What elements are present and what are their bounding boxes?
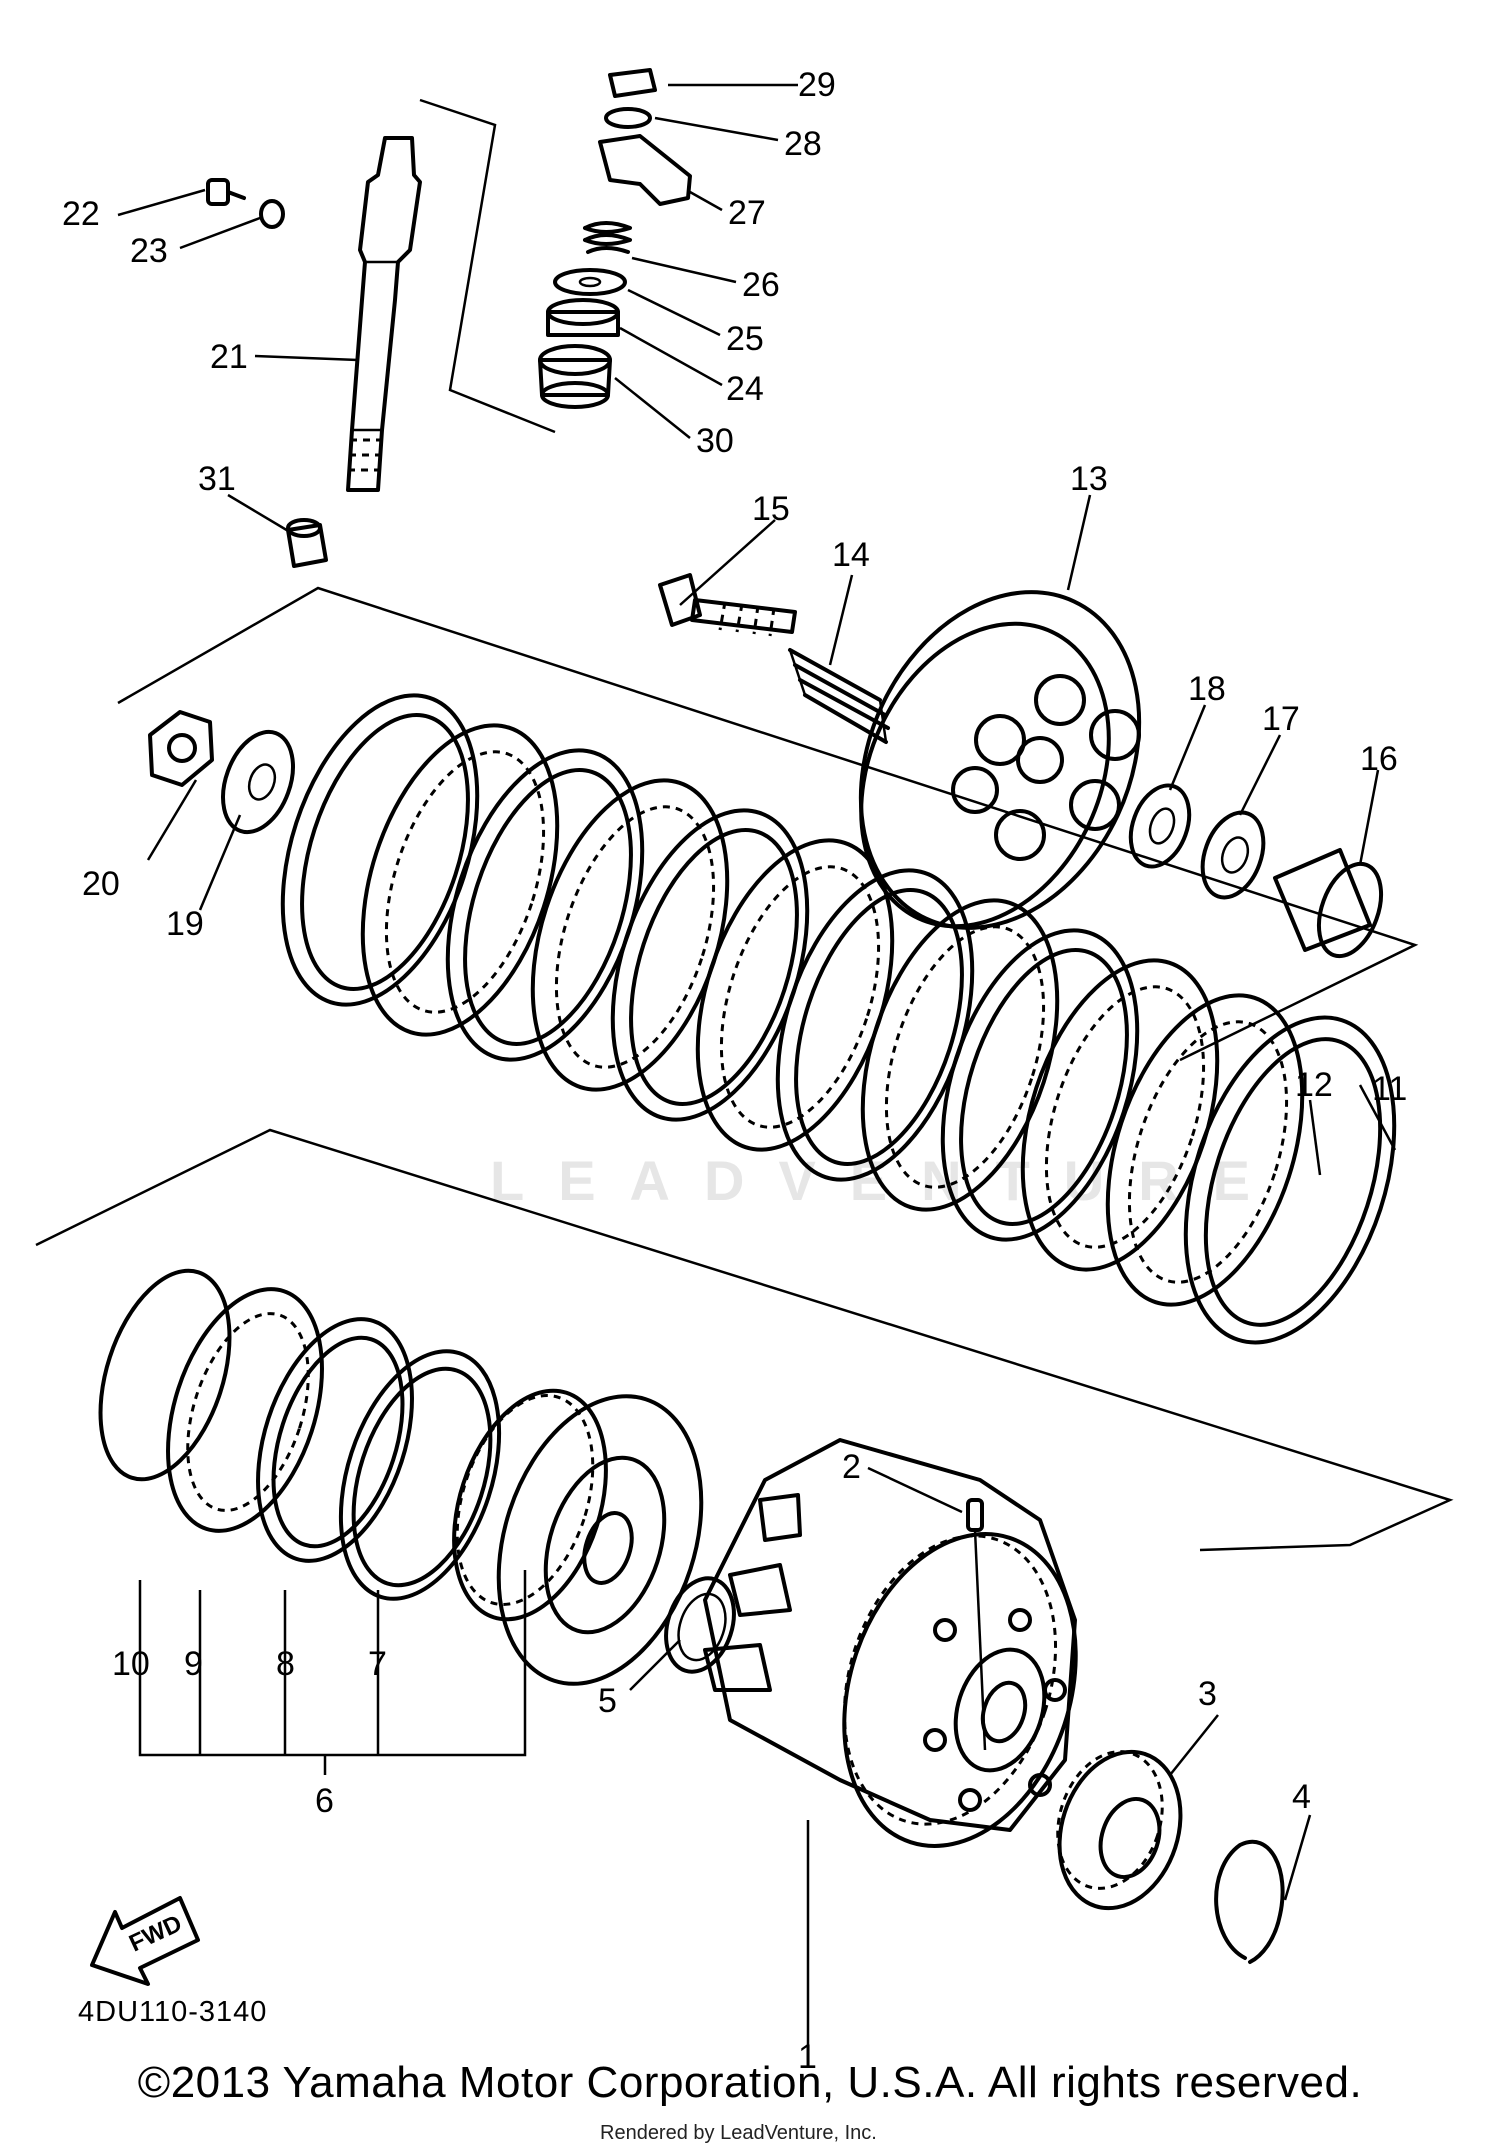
fwd-arrow-icon: FWD: [90, 1896, 200, 1986]
callout-labels: 29 28 27 26 25 24 30 22 23 21 31 15 14 1…: [62, 66, 1407, 2076]
callout-5: 5: [598, 1682, 617, 1720]
part-code: 4DU110-3140: [78, 1996, 268, 2028]
callout-23: 23: [130, 232, 168, 270]
plate-stack-bracket: [117, 586, 1419, 1062]
clutch-plate-stack: [280, 693, 1397, 1345]
clutch-boss-group: [98, 1268, 736, 1775]
callout-8: 8: [276, 1645, 295, 1683]
callout-10: 10: [112, 1645, 150, 1683]
callout-9: 9: [184, 1645, 203, 1683]
callout-28: 28: [784, 125, 822, 163]
push-lever-stack: [538, 68, 692, 409]
callout-12: 12: [1295, 1066, 1333, 1104]
copyright-notice: ©2013 Yamaha Motor Corporation, U.S.A. A…: [137, 2058, 1363, 2107]
callout-15: 15: [752, 490, 790, 528]
clutch-housing-group: [703, 1438, 1285, 1964]
callout-29: 29: [798, 66, 836, 104]
callout-26: 26: [742, 266, 780, 304]
rendered-by-notice: Rendered by LeadVenture, Inc.: [600, 2122, 877, 2144]
callout-24: 24: [726, 370, 764, 408]
callout-18: 18: [1188, 670, 1226, 708]
callout-25: 25: [726, 320, 764, 358]
callout-21: 21: [210, 338, 248, 376]
nut-and-lock-washer: [148, 710, 295, 835]
callout-30: 30: [696, 422, 734, 460]
callout-13: 13: [1070, 460, 1108, 498]
callout-7: 7: [368, 1645, 387, 1683]
callout-6: 6: [315, 1782, 334, 1820]
push-lever-shaft: [206, 98, 556, 568]
callout-11: 11: [1372, 1070, 1407, 1108]
callout-31: 31: [198, 460, 236, 498]
callout-1: 1: [798, 2038, 817, 2076]
callout-16: 16: [1360, 740, 1398, 778]
callout-27: 27: [728, 194, 766, 232]
callout-14: 14: [832, 536, 870, 574]
callout-19: 19: [166, 905, 204, 943]
callout-22: 22: [62, 195, 100, 233]
callout-4: 4: [1292, 1778, 1311, 1816]
callout-17: 17: [1262, 700, 1300, 738]
pressure-plate-group: [658, 573, 1384, 959]
callout-2: 2: [842, 1448, 861, 1486]
callout-3: 3: [1198, 1675, 1217, 1713]
plate-stack-bracket-lower: [35, 1128, 1454, 1552]
callout-20: 20: [82, 865, 120, 903]
leader-lines: [117, 83, 1397, 2060]
